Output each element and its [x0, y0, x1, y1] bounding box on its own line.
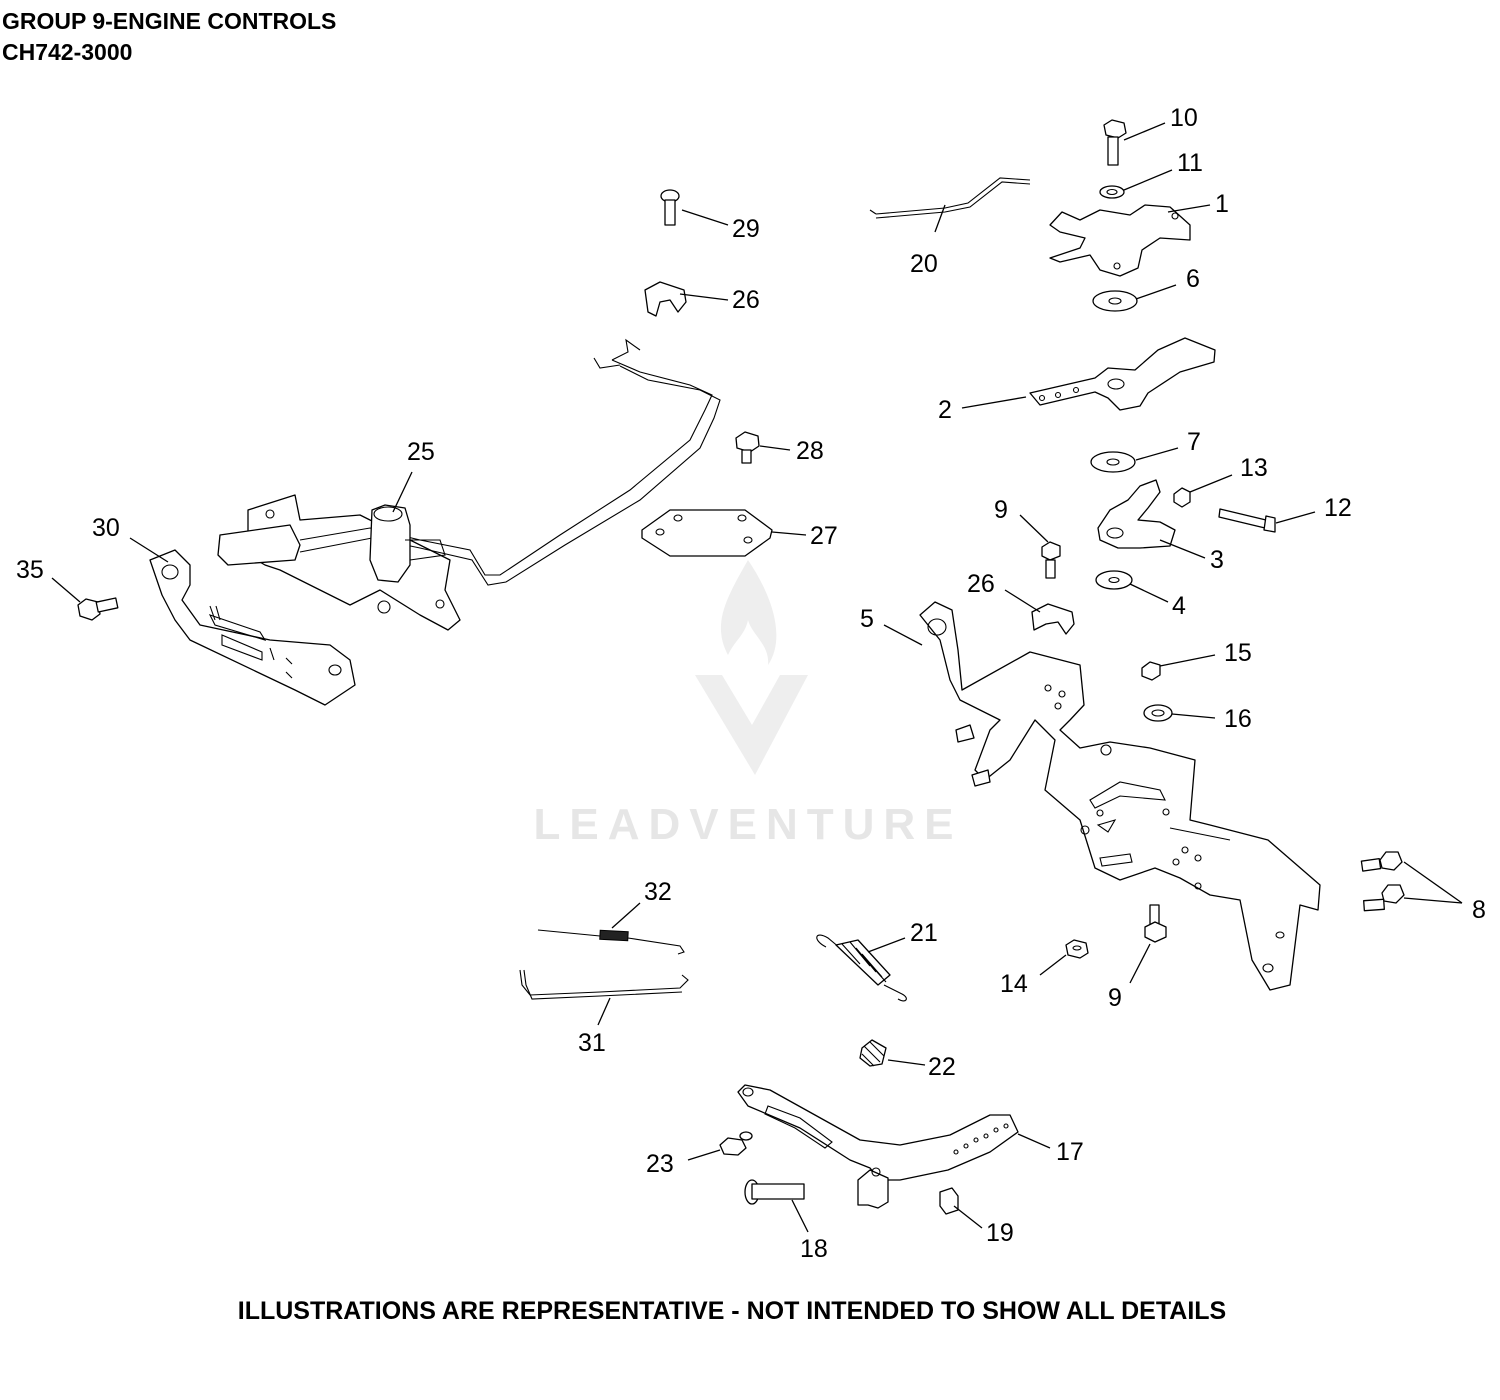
callout-labels: 10 11 1 20 6 2 7 13 12 9 3 26 4 5 15 16 … — [16, 104, 1486, 1263]
callout-4: 4 — [1172, 592, 1186, 620]
part-9-bolt-upper[interactable] — [1041, 541, 1061, 579]
callout-26-right: 26 — [967, 570, 995, 598]
part-17-governor-lever[interactable] — [737, 1084, 1019, 1209]
callout-22: 22 — [928, 1053, 956, 1081]
part-32-spring[interactable] — [537, 929, 685, 955]
part-9-bolt-lower[interactable] — [1144, 904, 1167, 943]
part-18-shoulder-pin[interactable] — [744, 1179, 805, 1205]
callout-23: 23 — [646, 1150, 674, 1178]
part-4-washer[interactable] — [1095, 570, 1133, 590]
part-3-governor-lever[interactable] — [1097, 479, 1176, 549]
callout-8: 8 — [1472, 896, 1486, 924]
part-5-main-control-bracket[interactable] — [919, 601, 1321, 991]
part-21-governor-spring[interactable] — [816, 934, 907, 1002]
callout-14: 14 — [1000, 970, 1028, 998]
part-8-bolts[interactable] — [1360, 851, 1405, 912]
part-7-washer[interactable] — [1090, 451, 1136, 473]
part-10-bolt[interactable] — [1103, 119, 1127, 166]
part-13-nut[interactable] — [1173, 487, 1191, 508]
part-11-washer[interactable] — [1099, 185, 1125, 199]
part-16-lock-washer[interactable] — [1143, 704, 1173, 722]
part-28-bolt[interactable] — [735, 431, 760, 464]
part-27-cover-plate[interactable] — [641, 509, 773, 557]
part-1-throttle-bracket[interactable] — [1049, 204, 1191, 277]
callout-13: 13 — [1240, 454, 1268, 482]
callout-21: 21 — [910, 919, 938, 947]
callout-10: 10 — [1170, 104, 1198, 132]
part-12-pin[interactable] — [1218, 508, 1276, 533]
part-15-nut[interactable] — [1141, 661, 1161, 681]
callout-1: 1 — [1215, 190, 1229, 218]
part-25-control-assembly[interactable] — [217, 338, 721, 631]
part-2-control-lever[interactable] — [1029, 337, 1216, 411]
callout-12: 12 — [1324, 494, 1352, 522]
callout-28: 28 — [796, 437, 824, 465]
leader-lines — [51, 122, 1463, 1233]
part-35-bolt[interactable] — [77, 597, 119, 621]
callout-15: 15 — [1224, 639, 1252, 667]
callout-6: 6 — [1186, 265, 1200, 293]
part-29-screw[interactable] — [660, 189, 680, 226]
callout-9-upper: 9 — [994, 496, 1008, 524]
callout-7: 7 — [1187, 428, 1201, 456]
callout-3: 3 — [1210, 546, 1224, 574]
disclaimer-footer: ILLUSTRATIONS ARE REPRESENTATIVE - NOT I… — [237, 1297, 1227, 1325]
callout-30: 30 — [92, 514, 120, 542]
part-26-cable-clip-left[interactable] — [644, 281, 687, 317]
watermark-text: LEADVENTURE — [533, 800, 963, 849]
part-23-cable-clip[interactable] — [719, 1131, 753, 1156]
part-31-rod[interactable] — [519, 969, 689, 1000]
callout-35: 35 — [16, 556, 44, 584]
callout-25: 25 — [407, 438, 435, 466]
callout-11: 11 — [1177, 149, 1203, 177]
callout-20: 20 — [910, 250, 938, 278]
callout-17: 17 — [1056, 1138, 1084, 1166]
callout-32: 32 — [644, 878, 672, 906]
model-number: CH742-3000 — [2, 39, 133, 65]
part-14-nut[interactable] — [1065, 939, 1089, 959]
callout-31: 31 — [578, 1029, 606, 1057]
callout-19: 19 — [986, 1219, 1014, 1247]
part-20-linkage-rod[interactable] — [869, 177, 1031, 219]
callout-9-lower: 9 — [1108, 984, 1122, 1012]
part-19-flange-nut[interactable] — [939, 1187, 959, 1215]
callout-16: 16 — [1224, 705, 1252, 733]
part-30-speed-decal-plate[interactable] — [149, 549, 356, 706]
callout-29: 29 — [732, 215, 760, 243]
callout-5: 5 — [860, 605, 874, 633]
page-header: GROUP 9-ENGINE CONTROLS CH742-3000 — [2, 6, 336, 68]
part-26-cable-clip-right[interactable] — [1031, 603, 1075, 635]
part-6-washer[interactable] — [1092, 290, 1138, 312]
callout-27: 27 — [810, 522, 838, 550]
callout-26-left: 26 — [732, 286, 760, 314]
group-title: GROUP 9-ENGINE CONTROLS — [2, 8, 337, 34]
callout-2: 2 — [938, 396, 952, 424]
part-22-small-spring[interactable] — [859, 1039, 887, 1067]
callout-18: 18 — [800, 1235, 828, 1263]
